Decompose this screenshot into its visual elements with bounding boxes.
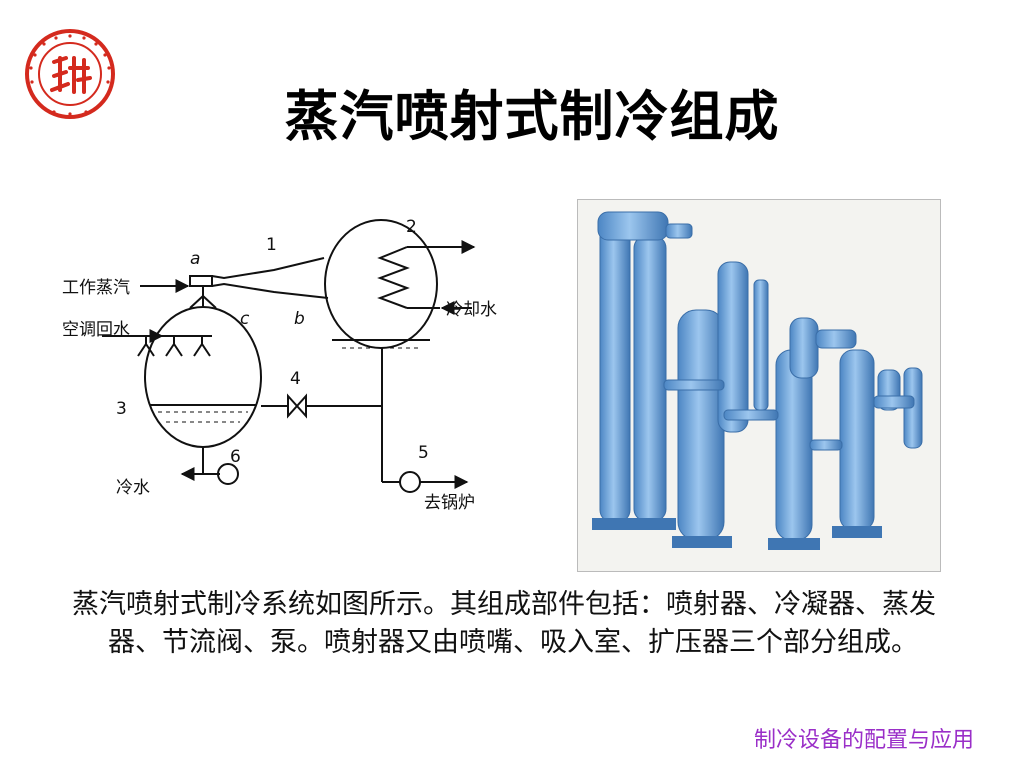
label-working-steam: 工作蒸汽 (62, 278, 130, 298)
label-1: 1 (266, 235, 277, 255)
label-ac-return-water: 空调回水 (62, 320, 130, 340)
label-b: b (294, 309, 305, 329)
label-to-boiler: 去锅炉 (424, 493, 475, 513)
throttle-valve (287, 393, 307, 419)
university-seal-logo (24, 28, 116, 120)
label-c: c (240, 309, 250, 329)
university-seal-icon (25, 29, 115, 119)
label-cold-water: 冷水 (116, 478, 150, 498)
pump-6 (217, 463, 239, 485)
pump-5 (399, 471, 421, 493)
label-cooling-water: 冷却水 (446, 300, 497, 320)
condenser-vessel (324, 219, 438, 349)
label-6: 6 (230, 447, 241, 467)
steam-jet-schematic: 工作蒸汽 空调回水 冷却水 冷水 去锅炉 a b c 1 2 3 4 5 6 (62, 212, 520, 530)
label-5: 5 (418, 443, 429, 463)
label-4: 4 (290, 369, 301, 389)
label-a: a (190, 249, 200, 269)
footer-course-name: 制冷设备的配置与应用 (753, 728, 974, 753)
label-3: 3 (116, 399, 127, 419)
slide-description: 蒸汽喷射式制冷系统如图所示。其组成部件包括：喷射器、冷凝器、蒸发器、节流阀、泵。… (72, 589, 936, 658)
steam-jet-refrigeration-units-photo (577, 199, 941, 572)
slide-title: 蒸汽喷射式制冷组成 (284, 85, 780, 148)
label-2: 2 (406, 217, 417, 237)
